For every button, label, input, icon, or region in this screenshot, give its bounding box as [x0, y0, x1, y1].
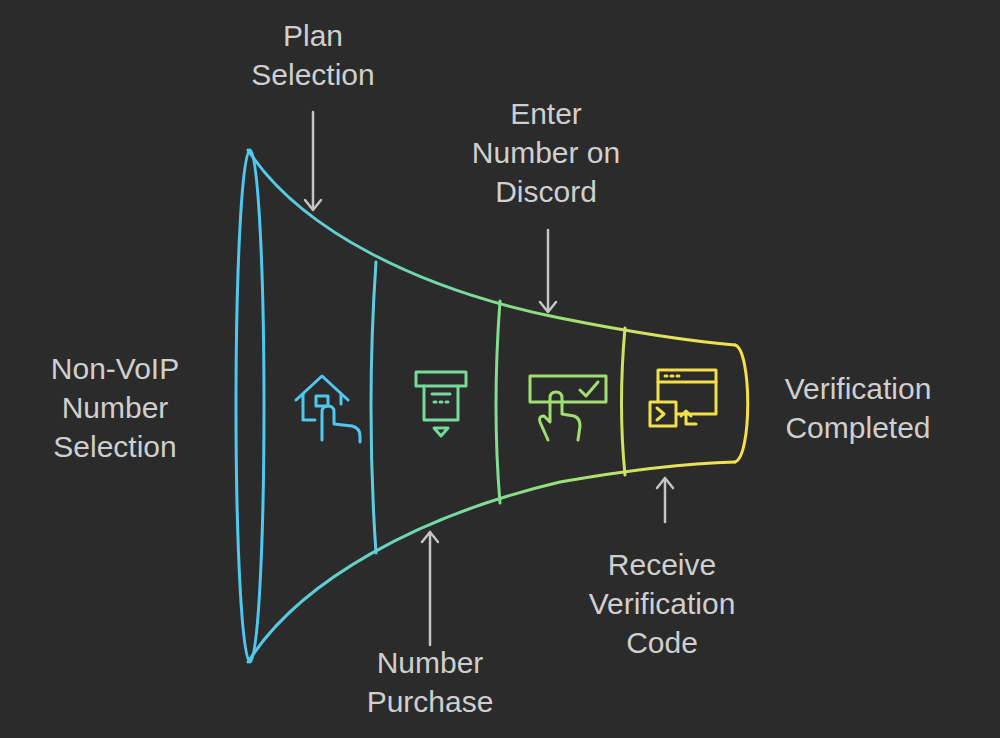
funnel-end [735, 345, 748, 462]
step-label: Plan Selection [233, 16, 393, 94]
step-label: Number Purchase [350, 643, 510, 721]
step-label: Non-VoIP Number Selection [25, 349, 205, 466]
segment-divider [496, 301, 500, 503]
checkmark-hand-icon [530, 376, 606, 440]
terminal-icon [416, 372, 466, 436]
house-icon [296, 376, 360, 442]
step-label: Verification Completed [763, 369, 953, 447]
step-label: Receive Verification Code [567, 545, 757, 662]
segment-divider [622, 328, 626, 475]
segment-divider [371, 262, 376, 553]
leader-arrow [540, 230, 556, 312]
window-icon [650, 370, 716, 426]
leader-arrow [305, 112, 321, 210]
leader-arrow [422, 532, 438, 645]
step-label: Enter Number on Discord [466, 94, 626, 211]
funnel-top [248, 150, 735, 345]
funnel-mouth [236, 150, 264, 662]
leader-arrow [657, 478, 673, 522]
